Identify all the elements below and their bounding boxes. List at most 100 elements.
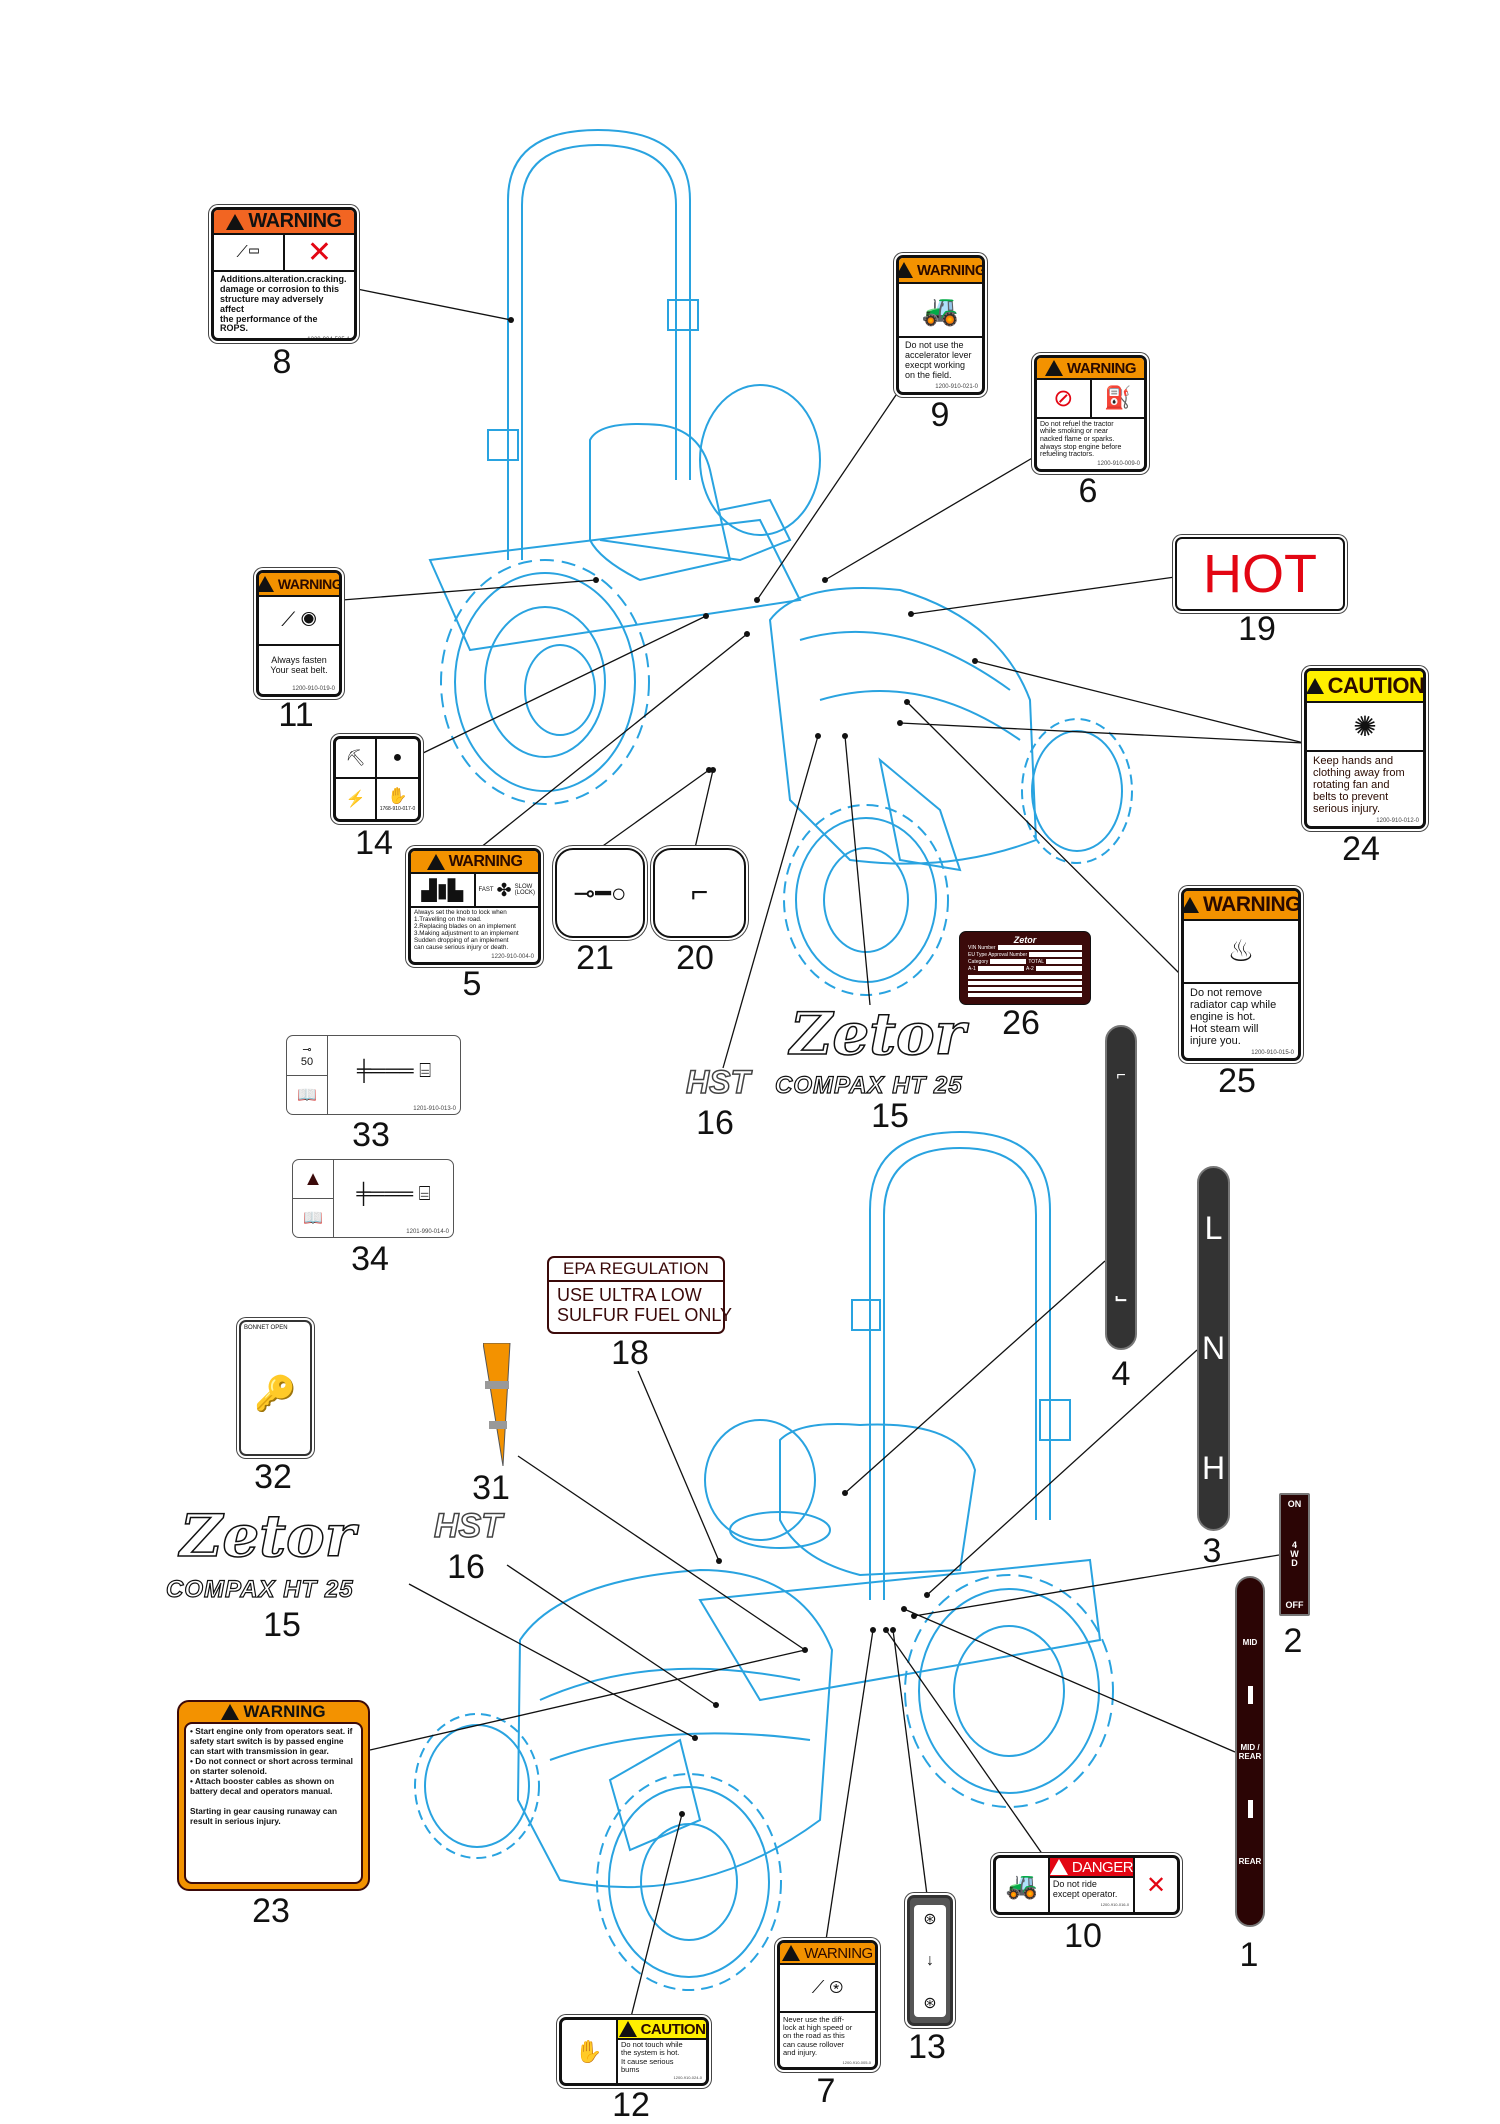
crush-pictogram-icon: ▟▮▙	[421, 879, 464, 902]
decal-text: Do not remove radiator cap while engine …	[1190, 986, 1277, 1047]
decal-5-knob-warning: WARNING ▟▮▙FAST✤SLOW (LOCK) Always set t…	[408, 848, 541, 965]
decal-21-cylinder: ⊸━○	[555, 848, 645, 938]
model-name-decal: COMPAX HT 25	[774, 1071, 963, 1099]
range-neutral: N	[1201, 1329, 1226, 1366]
range-high: H	[1201, 1450, 1226, 1487]
callout-number: 5	[462, 965, 482, 1003]
4wd-off-label: OFF	[1285, 1600, 1304, 1610]
warning-triangle-icon	[782, 1945, 801, 1961]
decal-32-bonnet-open: BONNET OPEN 🔑	[239, 1320, 312, 1456]
callout-number: 25	[1218, 1062, 1256, 1100]
callout-number: 16	[447, 1548, 485, 1586]
chassis-diagram-icon: ╪═══ ⌸	[356, 1183, 431, 1205]
callout-number: 4	[1111, 1355, 1131, 1393]
pto-mid-rear: MID / REAR	[1238, 1742, 1262, 1761]
callout-number: 7	[816, 2072, 836, 2110]
key-icon: 🔑	[254, 1375, 297, 1413]
pto-mid: MID	[1242, 1637, 1258, 1647]
plate-row-label: A-1	[968, 966, 976, 972]
callout-number: 21	[576, 939, 614, 977]
callout-number: 3	[1202, 1532, 1222, 1570]
radiator-steam-pictogram-icon: ♨	[1227, 934, 1255, 968]
warning-triangle-icon	[618, 2021, 637, 2037]
part-number: 1200-910-012-0	[1376, 818, 1419, 824]
person-hit-pictogram-icon: ✋	[387, 788, 408, 805]
plate-row-label: Category	[968, 959, 989, 965]
arrow-down-icon: ↓	[926, 1951, 934, 1969]
falling-load-pictogram-icon: ●	[377, 739, 418, 779]
decal-10-danger-ride: 🚜 DANGER Do not ride except operator. 12…	[993, 1855, 1180, 1915]
hot-text: HOT	[1203, 544, 1317, 604]
decal-4-lever-strip: ⌐⌙	[1105, 1025, 1137, 1350]
pto-rear: REAR	[1238, 1856, 1262, 1866]
callout-number: 6	[1078, 472, 1098, 510]
decal-header: DANGER	[1071, 1858, 1134, 1876]
knob-icon: ✤	[496, 879, 512, 900]
decal-header: WARNING	[248, 210, 342, 232]
warning-triangle-icon	[226, 213, 245, 230]
part-number: 1220-910-004-0	[491, 954, 534, 960]
decal-text: Additions.alteration.cracking. damage or…	[220, 274, 347, 334]
tractor-rollover-icon: 🚜	[996, 1858, 1050, 1912]
warning-triangle-icon	[899, 262, 913, 278]
tractor-pictogram-icon: 🚜	[921, 293, 960, 327]
callout-number: 8	[272, 343, 292, 381]
warning-triangle-icon	[1045, 360, 1063, 376]
part-number: 1200-910-015-0	[1251, 1050, 1294, 1056]
chassis-diagram-icon: ╪═══ ⌸	[356, 1059, 432, 1082]
decal-header: WARNING	[277, 576, 342, 592]
decal-20-loader-arm: ⌐	[653, 848, 746, 938]
callout-number: 34	[351, 1240, 389, 1278]
gear-down-icon: ⊛	[923, 1994, 937, 2012]
leader-dots	[508, 317, 978, 1817]
decal-33-grease-points: ⊸50 📖 ╪═══ ⌸1201-910-013-0	[286, 1035, 461, 1115]
manual-book-icon: 📖	[303, 1210, 323, 1227]
decal-6-refuel-warning: WARNING ⊘ ⛽ Do not refuel the tractor whi…	[1034, 355, 1147, 472]
decal-text: Keep hands and clothing away from rotati…	[1313, 754, 1405, 815]
interval-hours: 50	[300, 1055, 314, 1068]
decal-8-rops-warning: WARNING ⟋▭ ✕ Additions.alteration.crackin…	[211, 207, 357, 341]
4wd-on-label: ON	[1287, 1499, 1302, 1509]
no-modification-pictogram-icon: ✕	[283, 235, 354, 270]
difflock-rollover-pictogram-icon: ⟋ ⊛	[811, 1977, 844, 1998]
seatbelt-pictogram-icon: ⟋ ◉	[281, 609, 317, 632]
fuel-pump-icon: ⛽	[1089, 380, 1145, 417]
callout-number: 19	[1238, 610, 1276, 648]
plate-row-label: VIN Number	[968, 945, 996, 951]
callout-number: 13	[908, 2028, 946, 2066]
decal-13-lever-direction: ⊛ ↓ ⊛	[907, 1895, 953, 2026]
part-number: 1220-904-505-1	[307, 337, 350, 341]
decal-18-epa-fuel: EPA REGULATION USE ULTRA LOW SULFUR FUEL…	[547, 1256, 732, 1334]
decal-text: Do not refuel the tractor while smoking …	[1040, 420, 1122, 459]
warning-footer: Starting in gear causing runaway can res…	[190, 1805, 338, 1826]
warning-triangle-icon	[1049, 1859, 1068, 1875]
decal-31-reflector-strip	[483, 1343, 511, 1466]
fan-hand-pictogram-icon: ✺	[1353, 710, 1377, 742]
decal-header: CAUTION	[1327, 673, 1425, 698]
rollover-pictogram-icon: ⟋▭	[236, 243, 261, 261]
no-flame-icon: ⊘	[1053, 384, 1074, 412]
part-number: 1200-910-009-0	[1097, 461, 1140, 467]
decal-header: WARNING	[243, 1702, 326, 1721]
warning-item: • Attach booster cables as shown on batt…	[190, 1775, 335, 1796]
fast-label: FAST	[478, 887, 494, 894]
warning-triangle-icon	[1307, 678, 1324, 694]
axle-load-table	[968, 975, 1082, 997]
decal-text: Do not touch while the system is hot. It…	[621, 2040, 683, 2074]
loader-arm-icon: ⌐	[690, 876, 709, 909]
plate-row-label: EU Type Approval Number	[968, 952, 1028, 958]
plate-brand: Zetor	[1013, 935, 1037, 945]
warning-triangle-icon	[426, 853, 445, 870]
hand-heat-icon: ✋	[562, 2020, 618, 2083]
callout-number: 14	[355, 824, 393, 862]
callout-number: 1	[1239, 1936, 1259, 1974]
part-number: 1768-910-017-0	[379, 806, 416, 812]
part-number: 1200-910-005-0	[842, 2060, 871, 2065]
decal-header: WARNING	[1067, 359, 1137, 377]
gear-up-icon: ⊛	[923, 1910, 937, 1928]
decal-12-hot-surface-caution: ✋ CAUTION Do not touch while the system …	[559, 2017, 709, 2086]
callout-number: 2	[1283, 1622, 1303, 1660]
part-number: 1201-990-014-0	[406, 1229, 449, 1235]
